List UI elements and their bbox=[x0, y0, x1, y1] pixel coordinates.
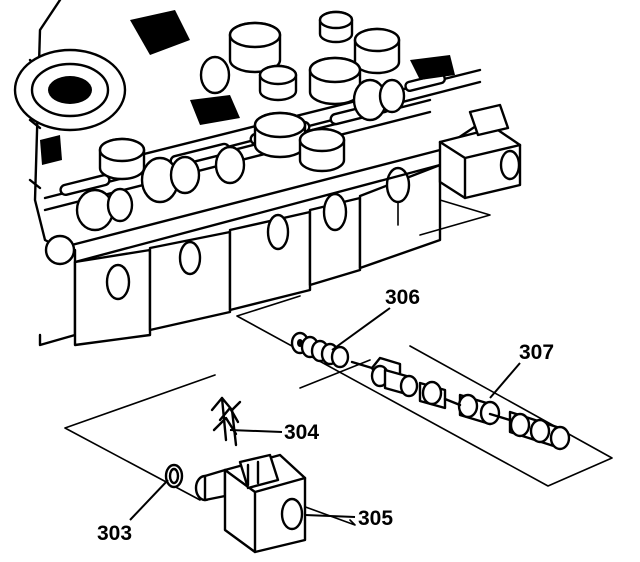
part-304-clip bbox=[210, 396, 242, 447]
valve-body bbox=[13, 0, 522, 347]
boss-cylinders bbox=[98, 10, 401, 181]
bore-hole-2 bbox=[178, 240, 202, 276]
callout-306: 306 bbox=[331, 286, 420, 351]
valve-body-panel-5 bbox=[358, 163, 442, 270]
mounted-solenoid bbox=[438, 103, 522, 200]
assembly-plane-upper bbox=[236, 295, 613, 487]
part-306-spring bbox=[290, 331, 350, 369]
valve-body-panel-2 bbox=[148, 230, 232, 332]
part-307-valve bbox=[350, 356, 571, 451]
callout-307: 307 bbox=[489, 341, 554, 399]
slot-4 bbox=[59, 173, 111, 197]
assembly-plane-lower bbox=[64, 359, 371, 526]
callout-304: 304 bbox=[229, 421, 319, 444]
spool-lumps bbox=[44, 55, 406, 266]
callout-label-305: 305 bbox=[358, 507, 393, 530]
callout-303: 303 bbox=[97, 479, 169, 545]
bore-hole-3 bbox=[266, 213, 290, 251]
part-305-solenoid bbox=[194, 453, 307, 554]
part-303-oring bbox=[164, 463, 184, 489]
callout-label-306: 306 bbox=[385, 286, 420, 309]
callout-label-303: 303 bbox=[97, 522, 132, 545]
bore-hole-1 bbox=[105, 263, 131, 301]
bore-hole-4 bbox=[322, 192, 348, 232]
callout-label-307: 307 bbox=[519, 341, 554, 364]
callout-305: 305 bbox=[304, 507, 393, 530]
callout-label-304: 304 bbox=[284, 421, 319, 444]
